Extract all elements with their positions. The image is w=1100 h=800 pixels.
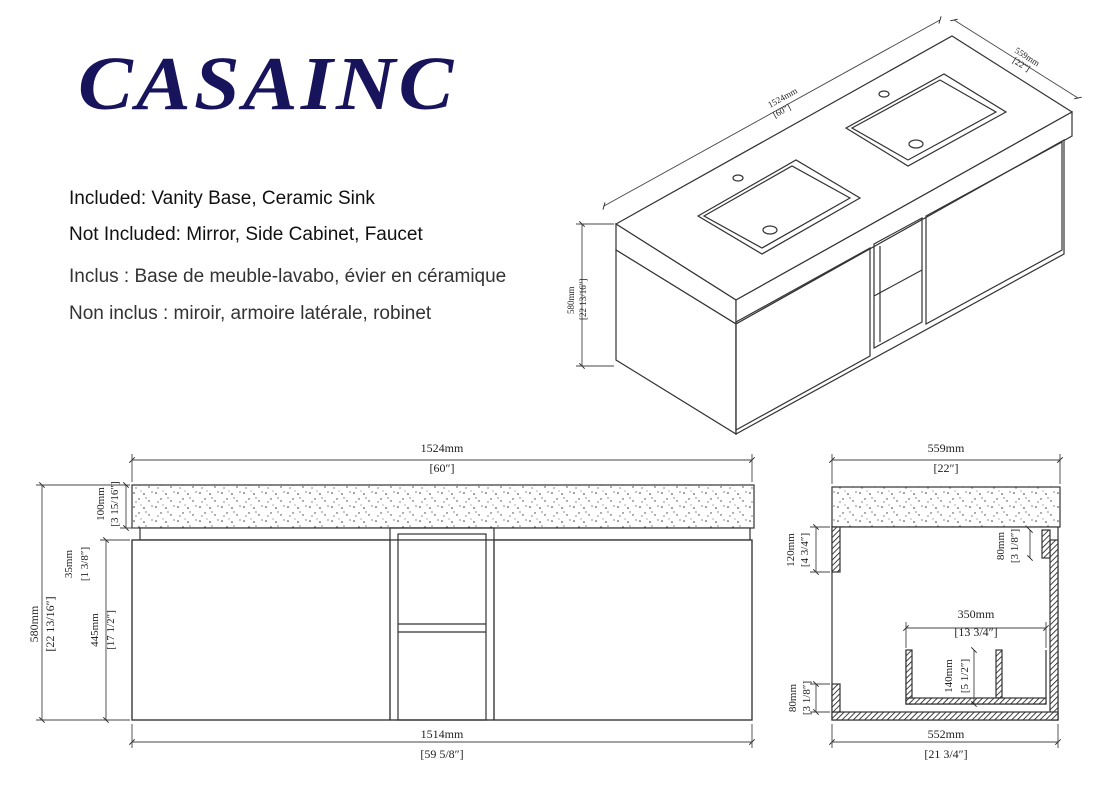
side-drawer-width-inch-label: [13 3/4″]: [954, 625, 997, 639]
front-right-drawer: [493, 539, 753, 721]
front-top-width-inch-label: [60″]: [430, 461, 455, 475]
front-height-label: 580mm: [27, 605, 41, 642]
side-left-upper-label: 120mm: [785, 533, 797, 567]
iso-height-inch-label: [22 13/16"]: [578, 279, 588, 320]
side-left-lower-label: 80mm: [787, 684, 799, 713]
included-text-fr: Inclus : Base de meuble-lavabo, évier en…: [69, 266, 507, 287]
front-bottom-width-label: 1514mm: [421, 727, 464, 741]
iso-right-drawer: [925, 140, 1063, 326]
not-included-text-en: Not Included: Mirror, Side Cabinet, Fauc…: [69, 224, 423, 245]
front-countertop: [131, 484, 755, 529]
front-cabinet: [131, 539, 753, 721]
front-view: [131, 484, 755, 721]
side-bottom-width-inch-label: [21 3/4″]: [924, 747, 967, 761]
side-drawer-height-inch-label: [5 1/2″]: [959, 659, 971, 693]
front-height-inch-label: [22 13/16″]: [43, 596, 57, 651]
front-cabinet-height-label: 445mm: [89, 613, 101, 647]
side-countertop: [831, 486, 1061, 528]
included-text-en: Included: Vanity Base, Ceramic Sink: [69, 188, 375, 209]
front-top-thick-label: 100mm: [95, 487, 107, 521]
side-drawer-height-label: 140mm: [943, 659, 955, 693]
side-bottom-panel: [831, 711, 1059, 721]
not-included-text-fr: Non inclus : miroir, armoire latérale, r…: [69, 303, 432, 324]
iso-height-label: 580mm: [566, 286, 576, 314]
front-gap-inch-label: [1 3/8″]: [79, 547, 91, 581]
side-back-panel: [1049, 539, 1059, 721]
side-top-width-inch-label: [22″]: [934, 461, 959, 475]
front-gap-label: 35mm: [63, 550, 75, 579]
side-top-width-label: 559mm: [928, 441, 965, 455]
front-top-width-label: 1524mm: [421, 441, 464, 455]
side-dimensions: [810, 454, 1064, 748]
side-drawer-width-label: 350mm: [958, 607, 995, 621]
side-right-upper-inch-label: [3 1/8″]: [1009, 529, 1021, 563]
side-front-rail: [831, 526, 841, 573]
side-right-upper-label: 80mm: [995, 532, 1007, 561]
side-left-upper-inch-label: [4 3/4″]: [799, 533, 811, 567]
front-bottom-width-inch-label: [59 5/8″]: [420, 747, 463, 761]
brand-logo: CASAINC: [78, 42, 457, 126]
front-cabinet-height-inch-label: [17 1/2″]: [105, 610, 117, 650]
side-bottom-width-label: 552mm: [928, 727, 965, 741]
iso-open-shelf: [873, 216, 923, 350]
front-dimensions: [36, 454, 756, 748]
iso-left-drawer: [735, 246, 871, 432]
iso-dimensions: [576, 16, 1082, 370]
side-left-lower-inch-label: [3 1/8″]: [801, 681, 813, 715]
isometric-view: [614, 35, 1074, 436]
iso-countertop-side: [735, 110, 1073, 326]
front-top-thick-inch-label: [3 15/16″]: [109, 481, 121, 526]
side-cabinet: [831, 526, 1059, 721]
side-back-rail: [1041, 529, 1051, 559]
side-front-foot: [831, 683, 841, 713]
